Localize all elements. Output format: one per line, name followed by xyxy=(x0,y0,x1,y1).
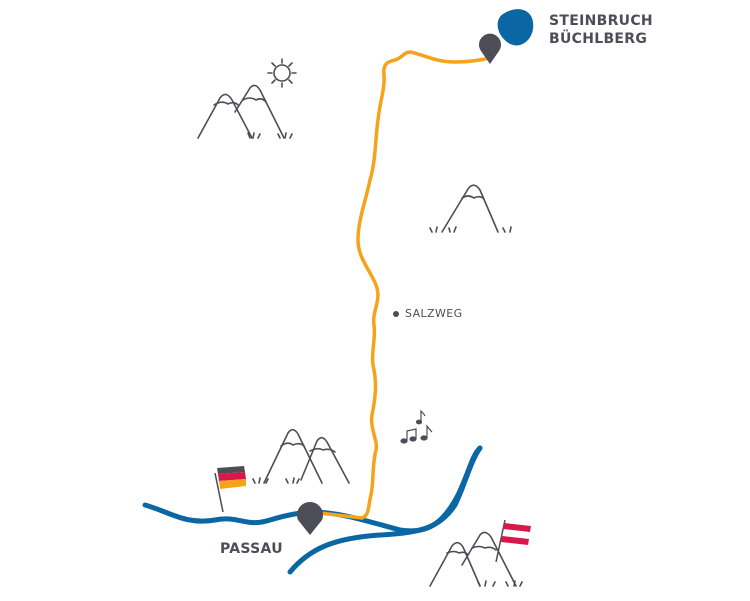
mountain-icon xyxy=(429,531,523,587)
music-notes-icon xyxy=(400,409,433,444)
passau-label: PASSAU xyxy=(220,541,283,557)
salzweg-label: SALZWEG xyxy=(405,307,463,320)
sun-icon xyxy=(267,58,297,88)
quarry-label: STEINBRUCH BÜCHLBERG xyxy=(549,12,653,48)
river-inn xyxy=(287,445,483,575)
quarry-label-line1: STEINBRUCH xyxy=(549,13,653,29)
germany-flag-icon xyxy=(214,466,246,513)
austria-flag-icon xyxy=(495,519,531,563)
mountain-icon xyxy=(429,184,512,233)
quarry-lake-icon xyxy=(497,9,534,46)
mountain-icon xyxy=(252,428,350,484)
quarry-label-line2: BÜCHLBERG xyxy=(549,31,648,47)
map-pin-icon xyxy=(297,501,323,535)
mountain-icon xyxy=(197,84,293,139)
route-line xyxy=(310,50,492,520)
map-pin-icon xyxy=(478,33,502,64)
salzweg-dot xyxy=(393,311,399,317)
